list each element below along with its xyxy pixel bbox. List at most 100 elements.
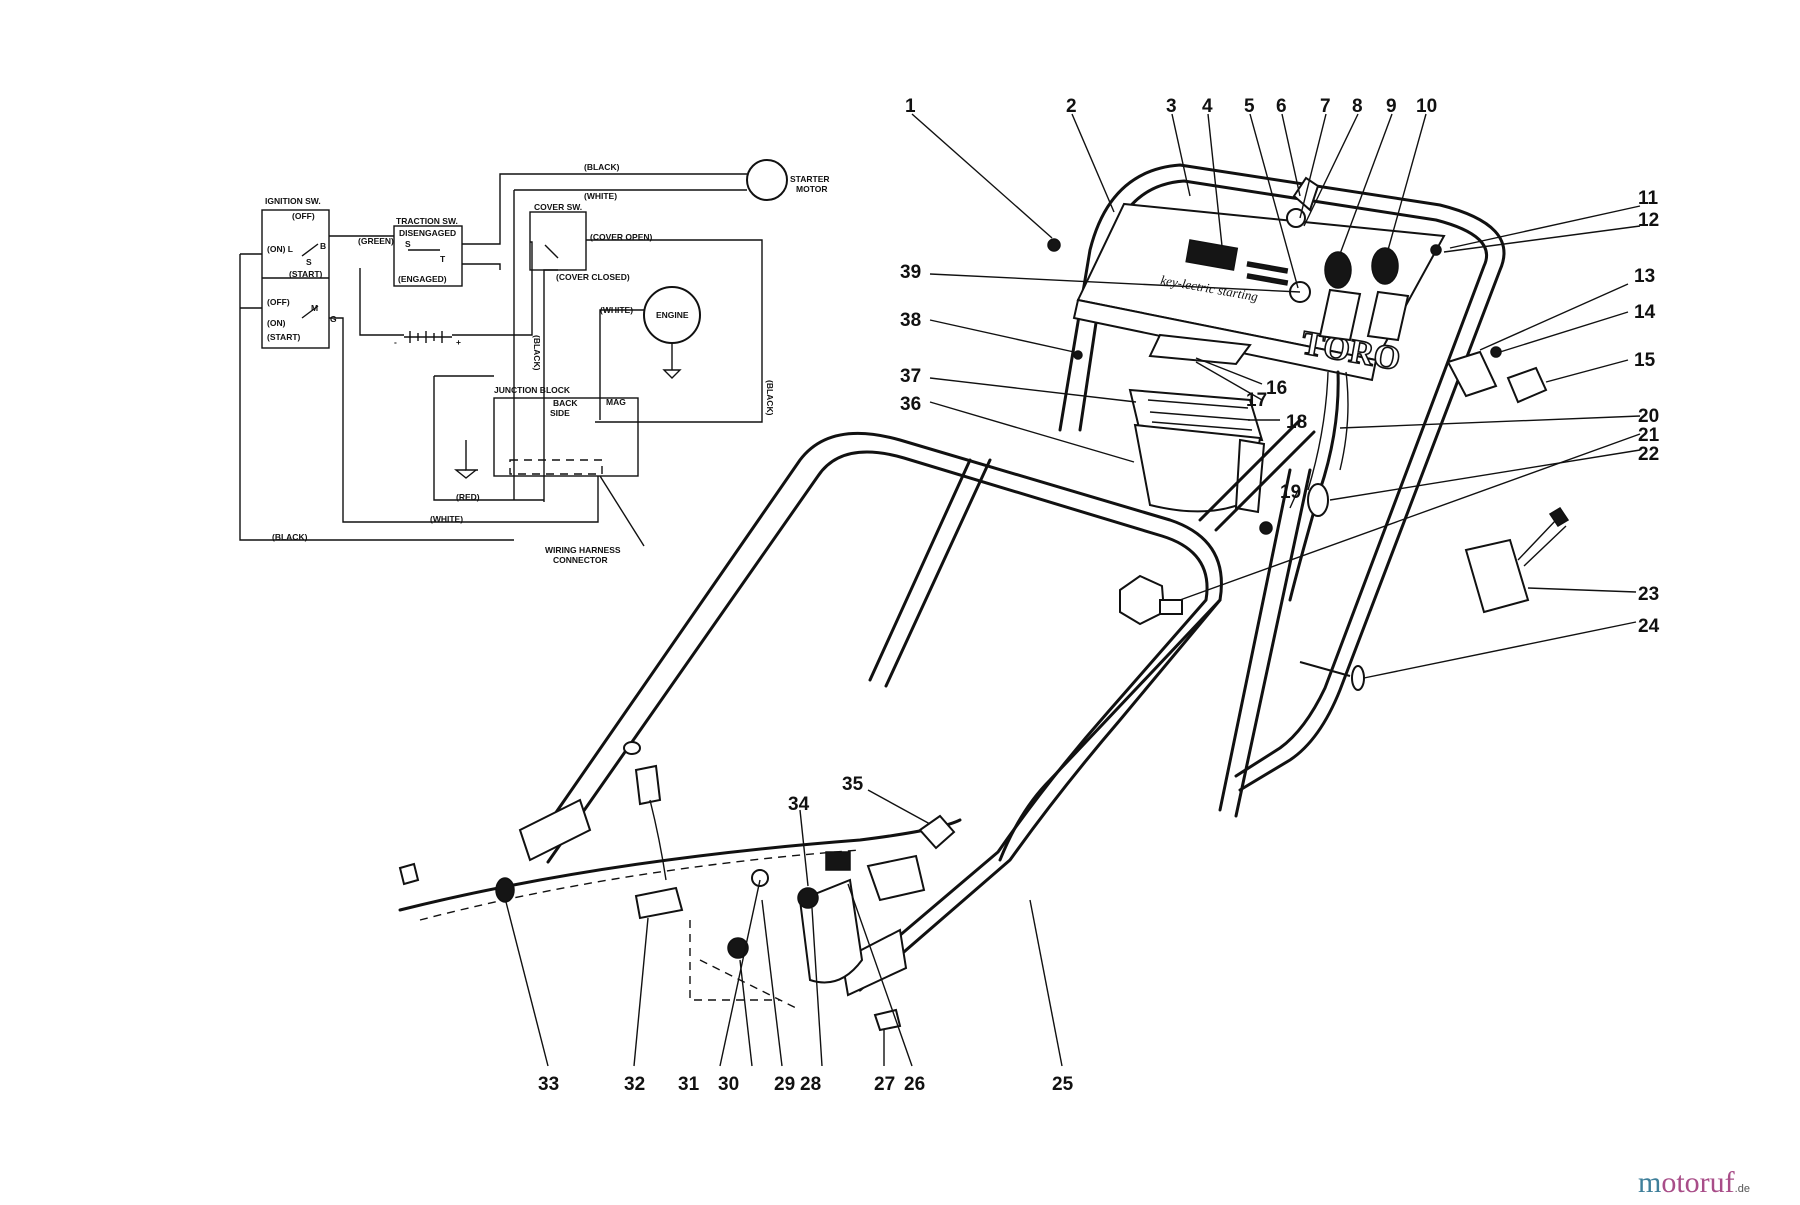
traction-switch-box <box>393 225 463 287</box>
instruction-decal <box>1185 239 1239 271</box>
cover-switch-box <box>529 211 587 271</box>
callout-21: 21 <box>1638 425 1660 446</box>
connector-top <box>634 764 662 806</box>
callout-15: 15 <box>1634 350 1656 371</box>
battery-bracket <box>1148 333 1252 366</box>
junction-block <box>493 397 639 477</box>
svg-text:(COVER CLOSED): (COVER CLOSED) <box>556 272 630 282</box>
svg-text:(ON): (ON) <box>267 318 286 328</box>
svg-text:+: + <box>456 337 461 347</box>
svg-text:(START): (START) <box>289 269 323 279</box>
callout-leaders <box>505 113 1641 1067</box>
knob-stud <box>1159 599 1183 615</box>
callout-18: 18 <box>1286 412 1307 433</box>
svg-text:(OFF): (OFF) <box>292 211 315 221</box>
callout-23: 23 <box>1638 584 1659 605</box>
clip-32 <box>634 886 684 920</box>
svg-text:S: S <box>306 257 312 267</box>
motoruf-watermark: motoruf.de <box>1638 1166 1750 1199</box>
carriage-bolt <box>1351 665 1365 691</box>
callout-10: 10 <box>1416 96 1437 117</box>
callout-12: 12 <box>1638 210 1659 231</box>
svg-text:(START): (START) <box>267 332 301 342</box>
bracket-screw <box>1073 350 1083 360</box>
callout-38: 38 <box>900 310 921 331</box>
svg-text:(OFF): (OFF) <box>267 297 290 307</box>
cover-switch-label: COVER SW. <box>534 202 582 212</box>
cable-spring <box>825 851 851 871</box>
svg-text:DISENGAGED: DISENGAGED <box>399 228 456 238</box>
svg-text:T: T <box>440 254 446 264</box>
callout-29: 29 <box>774 1074 795 1095</box>
svg-text:JUNCTION BLOCK: JUNCTION BLOCK <box>494 385 571 395</box>
svg-text:(BLACK): (BLACK) <box>532 335 542 371</box>
callout-30: 30 <box>718 1074 739 1095</box>
callout-4: 4 <box>1202 96 1213 117</box>
callout-36: 36 <box>900 394 921 415</box>
ignition-switch-box <box>261 209 330 349</box>
lever-spring <box>797 887 819 909</box>
harness-grommet <box>1307 483 1329 517</box>
wiring-schematic: IGNITION SW. (OFF) (ON) L S B (START) (O… <box>239 159 830 565</box>
svg-text:(RED): (RED) <box>456 492 480 502</box>
callout-11: 11 <box>1638 188 1659 209</box>
callout-39: 39 <box>900 262 921 283</box>
left-handle-bracket <box>518 798 592 862</box>
switch-screw <box>1490 346 1502 358</box>
callout-19: 19 <box>1280 482 1301 503</box>
svg-text:(GREEN): (GREEN) <box>358 236 394 246</box>
cable-grommet <box>495 877 515 903</box>
regulator <box>1464 538 1530 614</box>
svg-text:S: S <box>405 239 411 249</box>
callout-13: 13 <box>1634 266 1655 287</box>
svg-text:(BLACK): (BLACK) <box>272 532 308 542</box>
svg-text:(WHITE): (WHITE) <box>584 191 617 201</box>
switch-cover <box>1506 366 1548 404</box>
callout-7: 7 <box>1320 96 1331 117</box>
callout-27: 27 <box>874 1074 895 1095</box>
switch-module <box>1446 350 1498 398</box>
control-knob-left <box>1324 251 1352 289</box>
callout-31: 31 <box>678 1074 700 1095</box>
harness-clip <box>1259 521 1273 535</box>
handle-knob <box>1119 574 1166 626</box>
lever-washer <box>751 869 769 887</box>
callout-14: 14 <box>1634 302 1656 323</box>
callout-25: 25 <box>1052 1074 1074 1095</box>
callout-35: 35 <box>842 774 864 795</box>
lever-knob <box>727 937 749 959</box>
control-knob-right <box>1371 247 1399 285</box>
callout-17: 17 <box>1246 390 1267 411</box>
svg-text:(BLACK): (BLACK) <box>584 162 620 172</box>
right-handle-bracket <box>840 928 908 997</box>
svg-text:-: - <box>394 337 397 347</box>
callout-22: 22 <box>1638 444 1659 465</box>
callout-37: 37 <box>900 366 921 387</box>
svg-text:(WHITE): (WHITE) <box>430 514 463 524</box>
ignition-switch-label: IGNITION SW. <box>265 196 321 206</box>
svg-text:MAG: MAG <box>606 397 626 407</box>
traction-switch-label: TRACTION SW. <box>396 216 458 226</box>
callout-16: 16 <box>1266 378 1287 399</box>
svg-text:B: B <box>320 241 326 251</box>
callout-2: 2 <box>1066 96 1077 117</box>
connector-left <box>398 862 420 886</box>
callout-9: 9 <box>1386 96 1397 117</box>
key-bezel <box>1286 208 1306 228</box>
svg-text:G: G <box>330 314 337 324</box>
svg-text:(WHITE): (WHITE) <box>600 305 633 315</box>
callout-28: 28 <box>800 1074 821 1095</box>
callout-26: 26 <box>904 1074 925 1095</box>
svg-text:motoruf.de: motoruf.de <box>1638 1166 1750 1199</box>
callout-24: 24 <box>1638 616 1660 637</box>
cable-clamp <box>918 814 956 850</box>
callout-1: 1 <box>905 96 916 117</box>
panel-screw <box>1430 244 1442 256</box>
svg-text:(COVER OPEN): (COVER OPEN) <box>590 232 653 242</box>
callout-6: 6 <box>1276 96 1287 117</box>
callout-20: 20 <box>1638 406 1659 427</box>
